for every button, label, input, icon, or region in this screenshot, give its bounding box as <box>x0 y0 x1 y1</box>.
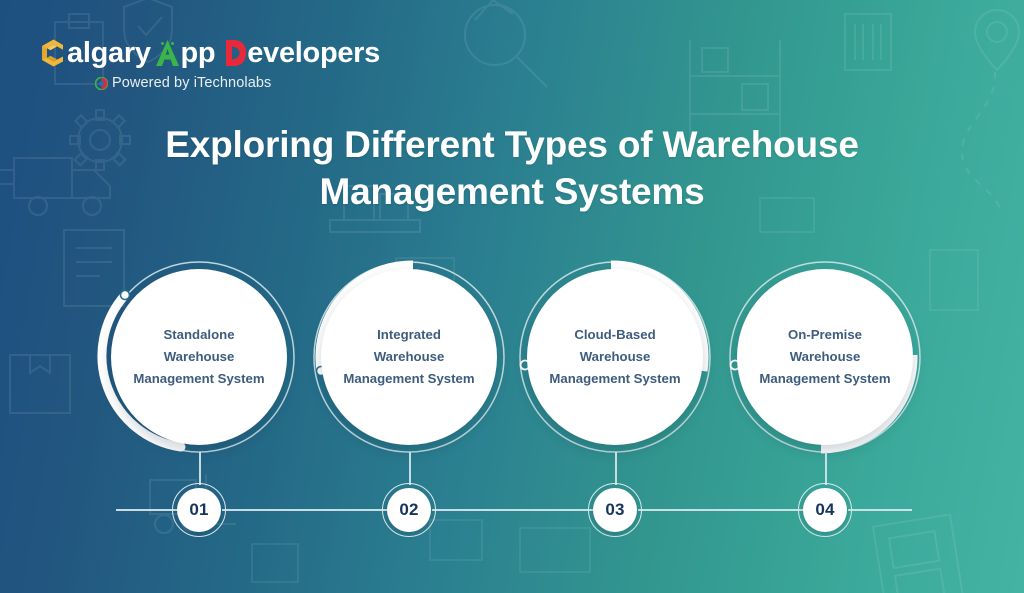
step-circle-04[interactable]: On-Premise Warehouse Management System <box>729 261 921 454</box>
step-badge-ring-02 <box>382 483 436 537</box>
step-circle-01[interactable]: Standalone Warehouse Management System <box>97 261 295 453</box>
step-badge-02[interactable]: 02 <box>382 483 436 537</box>
brand-tagline: Powered by iTechnolabs <box>94 75 380 91</box>
step-stem-03 <box>615 452 617 485</box>
step-disc-04 <box>737 269 913 445</box>
step-label-01-line-3: Management System <box>133 370 265 386</box>
android-a-logo-icon <box>155 38 180 68</box>
timeline-segment-02-03 <box>432 509 594 511</box>
step-label-01-line-1: Standalone <box>163 327 235 343</box>
step-label-04: On-Premise Warehouse Management System <box>737 269 913 445</box>
timeline-segment-start <box>116 509 178 511</box>
step-stem-02 <box>409 452 411 485</box>
step-circle-03[interactable]: Cloud-Based Warehouse Management System <box>519 260 711 453</box>
timeline-segment-01-02 <box>222 509 388 511</box>
step-label-04-line-3: Management System <box>759 370 891 386</box>
step-label-01-line-2: Warehouse <box>163 349 235 365</box>
step-label-04-line-1: On-Premise <box>787 327 863 343</box>
timeline-segment-03-04 <box>638 509 804 511</box>
step-stem-04 <box>825 452 827 485</box>
step-label-03-line-3: Management System <box>549 370 681 386</box>
step-badge-ring-01 <box>172 483 226 537</box>
step-label-01: Standalone Warehouse Management System <box>111 269 287 445</box>
step-badge-ring-04 <box>798 483 852 537</box>
brand-word-app: pp <box>180 36 216 69</box>
step-badge-number-02: 02 <box>387 488 431 532</box>
brand-word-calgary: algary <box>67 36 151 69</box>
title-line-1: Exploring Different Types of Warehouse <box>165 124 859 165</box>
step-badge-04[interactable]: 04 <box>798 483 852 537</box>
brand-word-developers: evelopers <box>247 36 380 69</box>
step-label-04-line-2: Warehouse <box>789 349 861 365</box>
step-circle-02[interactable]: Integrated Warehouse Management System <box>313 260 505 453</box>
red-d-logo-icon <box>223 38 247 68</box>
timeline-segment-end <box>848 509 912 511</box>
step-badge-number-01: 01 <box>177 488 221 532</box>
step-label-03-line-2: Warehouse <box>579 349 651 365</box>
step-badge-03[interactable]: 03 <box>588 483 642 537</box>
step-disc-03 <box>527 269 703 445</box>
step-label-03-line-1: Cloud-Based <box>574 327 656 343</box>
brand-logo[interactable]: algary pp evelopers <box>40 38 380 91</box>
tagline-text: Powered by iTechnolabs <box>112 75 272 91</box>
page-title: Exploring Different Types of Warehouse M… <box>0 122 1024 215</box>
step-disc-02 <box>321 269 497 445</box>
step-label-03: Cloud-Based Warehouse Management System <box>527 269 703 445</box>
step-stem-01 <box>199 452 201 485</box>
step-badge-number-03: 03 <box>593 488 637 532</box>
title-line-2: Management Systems <box>319 170 705 212</box>
step-disc-01 <box>111 269 287 445</box>
itechnolabs-circle-icon <box>94 76 109 90</box>
step-label-02-line-2: Warehouse <box>373 349 445 365</box>
hex-c-logo-icon <box>40 38 66 68</box>
step-badge-01[interactable]: 01 <box>172 483 226 537</box>
step-label-02-line-3: Management System <box>343 370 475 386</box>
step-label-02-line-1: Integrated <box>377 327 441 343</box>
step-label-02: Integrated Warehouse Management System <box>321 269 497 445</box>
step-badge-number-04: 04 <box>803 488 847 532</box>
brand-wordmark: algary pp evelopers <box>40 38 380 68</box>
step-badge-ring-03 <box>588 483 642 537</box>
